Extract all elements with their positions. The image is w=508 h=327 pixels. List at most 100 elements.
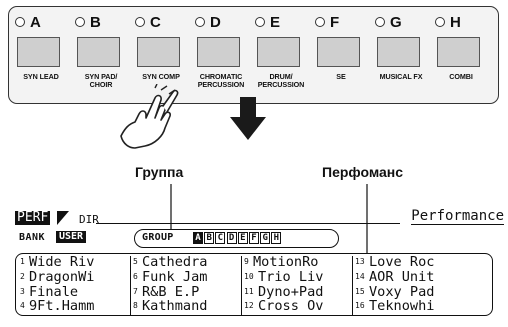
led-row: C [133,14,191,33]
button-letter: C [150,14,161,31]
performance-item[interactable]: 6 Funk Jam [133,268,208,285]
performance-label: Перфоманс [322,164,404,180]
button-pad[interactable] [77,37,120,67]
button-caption: DRUM/ PERCUSSION [257,72,305,90]
button-caption: SYN COMP [142,72,180,81]
button-pad[interactable] [197,37,240,67]
performance-item[interactable]: 11 Dyno+Pad [244,283,324,300]
group-selector-label: GROUP [142,232,174,243]
led-indicator [195,17,205,27]
button-pad[interactable] [437,37,480,67]
column-divider [130,256,131,316]
performance-item[interactable]: 5 Cathedra [133,255,207,270]
group-tab-g[interactable]: G [260,232,271,244]
button-caption: CHROMATIC PERCUSSION [197,72,245,90]
button-pad[interactable] [257,37,300,67]
performance-name: DragonWi [29,268,95,285]
led-row: B [73,14,131,33]
performance-name: Dyno+Pad [258,283,324,300]
title-underline [96,223,400,224]
down-arrow-icon [230,97,266,140]
performance-item[interactable]: 4 9Ft.Hamm [20,299,94,314]
column-divider [352,256,353,316]
bank-label: BANK [19,232,46,243]
performance-number: 7 [133,286,138,296]
button-letter: G [390,14,402,31]
button-caption: SYN PAD/ CHOIR [84,72,118,90]
led-indicator [315,17,325,27]
performance-number: 5 [133,257,138,266]
screen-title: Performance [411,208,504,225]
group-selector [134,229,339,248]
led-row: D [193,14,251,33]
performance-number: 6 [133,271,138,281]
performance-name: Funk Jam [142,268,208,285]
performance-name: Finale [29,283,79,300]
button-caption: MUSICAL FX [379,72,423,81]
group-tab-d[interactable]: D [226,232,237,244]
performance-number: 4 [20,301,25,311]
group-tab-a[interactable]: A [193,232,203,244]
group-tab-c[interactable]: C [215,232,226,244]
performance-item[interactable]: 10 Trio Liv [244,268,324,285]
performance-name: Voxy Pad [369,283,435,300]
performance-number: 3 [20,286,25,296]
button-caption: SYN LEAD [23,72,59,81]
group-tab-b[interactable]: B [204,232,215,244]
performance-name: Cathedra [142,254,208,270]
group-button-panel: A SYN LEAD B SYN PAD/ CHOIR C SYN COMP D CHROMA… [8,6,499,104]
performance-item[interactable]: 7 R&B E.P [133,283,207,300]
performance-number: 12 [244,301,254,311]
button-pad[interactable] [317,37,360,67]
performance-number: 13 [355,257,365,266]
dir-label: DIR [79,213,99,226]
performance-item[interactable]: 3 Finale [20,283,94,300]
performance-number: 8 [133,301,138,311]
button-caption: SE [336,72,346,81]
performance-name: 9Ft.Hamm [29,298,95,315]
button-letter: H [450,14,461,31]
performance-number: 11 [244,286,254,296]
performance-number: 15 [355,286,365,296]
led-row: H [433,14,491,33]
button-letter: A [30,14,41,31]
button-pad[interactable] [377,37,420,67]
performance-name: Love Roc [369,254,435,270]
led-row: A [13,14,71,33]
performance-number: 14 [355,271,365,281]
performance-name: Trio Liv [258,268,324,285]
button-letter: D [210,14,221,31]
pointing-hand-icon [120,84,179,149]
led-row: E [253,14,311,33]
performance-number: 10 [244,271,254,281]
performance-name: R&B E.P [142,283,200,300]
performance-item[interactable]: 15 Voxy Pad [355,283,435,300]
button-letter: E [270,14,281,31]
group-label: Группа [135,164,184,180]
button-caption: COMBI [449,72,473,81]
mode-tag: PERF [15,210,51,225]
button-pad[interactable] [137,37,180,67]
group-tab-e[interactable]: E [237,232,248,244]
performance-item[interactable]: 13 Love Roc [355,255,434,270]
led-indicator [375,17,385,27]
bank-value[interactable]: USER [56,231,87,243]
led-row: F [313,14,371,33]
led-indicator [15,17,25,27]
button-pad[interactable] [17,37,60,67]
performance-number: 16 [355,301,365,311]
group-tab-h[interactable]: H [271,232,282,244]
group-tab-f[interactable]: F [249,232,259,244]
performance-list-frame [15,253,493,316]
